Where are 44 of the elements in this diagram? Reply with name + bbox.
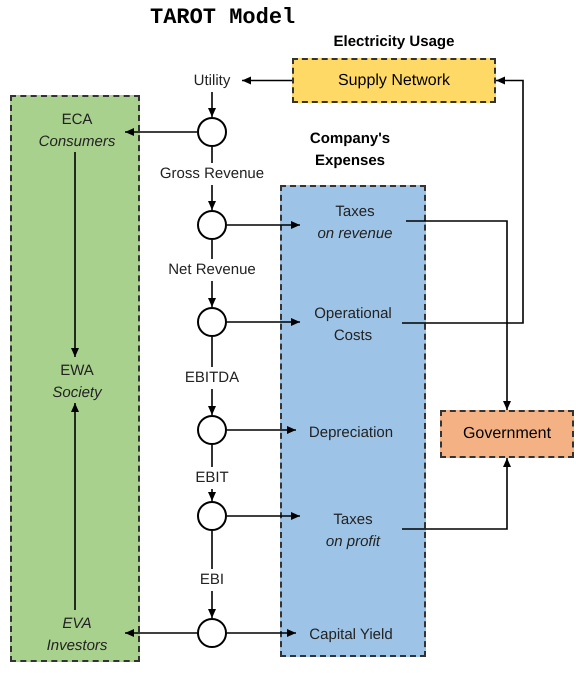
arrow	[208, 281, 216, 307]
expense-label: Taxes	[333, 510, 373, 530]
arrow	[227, 426, 296, 434]
arrow	[71, 403, 79, 610]
flow-label: Gross Revenue	[152, 163, 272, 185]
group-label: Consumers	[38, 132, 116, 152]
arrow	[208, 389, 216, 415]
arrow	[71, 152, 79, 357]
section-heading: Electricity Usage	[332, 32, 456, 52]
flow-label: Depreciation	[298, 422, 404, 444]
group-label: Society	[52, 383, 102, 403]
arrow	[406, 220, 511, 410]
arrow	[227, 512, 300, 520]
qualifier-label: on revenue	[317, 224, 393, 244]
group-panel	[10, 95, 140, 662]
arrow	[402, 458, 511, 530]
flow-label: Net Revenue	[157, 259, 267, 281]
acronym-label: EWA	[60, 361, 94, 381]
flow-label: Utility	[182, 70, 242, 92]
acronym-label: ECA	[62, 110, 92, 130]
arrow	[208, 185, 216, 210]
group-label: Investors	[46, 636, 108, 656]
arrow	[125, 629, 197, 637]
qualifier-label: on profit	[326, 532, 380, 552]
arrow	[402, 76, 524, 324]
arrow	[227, 318, 300, 326]
flow-label: Operational Costs	[302, 303, 404, 347]
flow-label: EBI	[192, 569, 232, 591]
arrow	[208, 489, 216, 501]
flow-label: EBIT	[187, 467, 237, 489]
diagram-title: TAROT Model	[150, 4, 296, 32]
arrow	[242, 76, 292, 84]
network-box: Supply Network	[292, 58, 496, 103]
flow-label: EBITDA	[177, 367, 247, 389]
government-box: Government	[440, 410, 574, 458]
acronym-label: EVA	[62, 614, 92, 634]
arrow	[125, 128, 197, 136]
arrow	[208, 92, 216, 117]
arrow	[227, 629, 296, 637]
expense-label: Taxes	[335, 202, 375, 222]
arrow	[208, 591, 216, 618]
flow-label: Capital Yield	[298, 624, 404, 646]
arrow	[227, 221, 300, 229]
section-heading: Company's Expenses	[308, 129, 392, 171]
